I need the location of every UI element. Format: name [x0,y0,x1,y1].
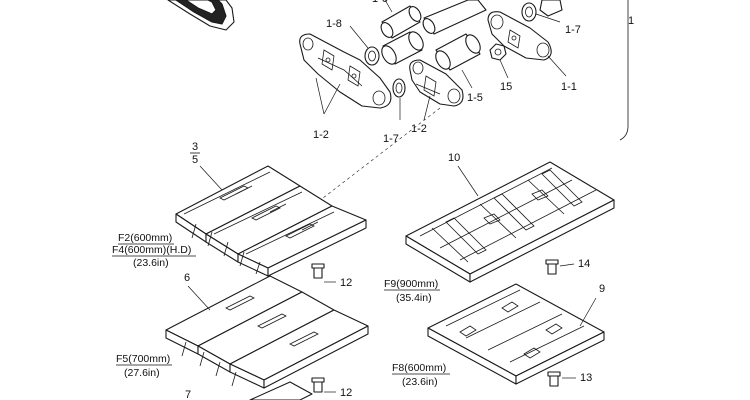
label-9: 9 [599,283,605,295]
shoe-plate-partial-illustration [249,381,313,400]
label-1-2-middle: 1-2 [411,123,427,135]
label-1-5: 1-5 [467,92,483,104]
label-10: 10 [448,152,460,164]
pin-upper-left-illustration [380,5,422,39]
shoe-plate-700-illustration [165,275,369,389]
track-link-right-illustration [487,11,552,61]
label-5: 5 [192,154,198,166]
caption-f8: F8(600mm) [392,362,446,374]
seal-ring-1-8 [364,46,380,66]
caption-f5: F5(700mm) [116,353,170,365]
label-1-6-partial: 1-6 [372,0,388,5]
bushing-right-illustration [435,33,481,71]
label-1-1: 1-1 [561,81,577,93]
label-15: 15 [500,81,512,93]
seal-ring-1-7-lower [392,78,406,98]
nut-15 [489,43,507,61]
label-1-right-edge: 1 [628,15,634,27]
label-1-7-lower: 1-7 [383,133,399,145]
caption-f9: F9(900mm) [384,278,438,290]
label-13: 13 [580,372,592,384]
label-1-8: 1-8 [326,18,342,30]
shoe-plate-600-rubber-illustration [427,283,605,385]
label-7: 7 [185,389,191,400]
bolt-13 [547,371,561,387]
track-link-middle-illustration [409,59,464,107]
label-1-7-upper: 1-7 [565,24,581,36]
shoe-plate-600-illustration [175,165,367,277]
group-bracket [619,0,629,141]
leader-lines [187,0,597,393]
bushing-left-illustration [381,31,424,65]
label-1-2-left: 1-2 [313,129,329,141]
label-12-lower: 12 [340,387,352,399]
label-12-upper: 12 [340,277,352,289]
seal-ring-1-7-upper [521,2,537,22]
caption-f2: F2(600mm) [118,232,172,244]
label-14: 14 [578,258,590,270]
pin-upper-right-illustration [422,0,487,35]
label-3: 3 [192,141,198,153]
track-link-left-illustration [299,33,392,109]
caption-f4: F4(600mm)(H.D) [112,244,191,256]
label-6: 6 [184,272,190,284]
caption-f5-inches: (27.6in) [124,367,160,379]
track-chain-partial-illustration [167,0,235,31]
caption-f2-f4-inches: (23.6in) [133,257,169,269]
caption-f8-inches: (23.6in) [402,376,438,388]
top-right-partial-part [539,0,563,17]
shoe-plate-900-illustration [405,161,615,283]
bolt-14 [545,259,559,275]
bolt-12-lower [311,377,325,393]
caption-f9-inches: (35.4in) [396,292,432,304]
bolt-12-upper [311,263,325,279]
